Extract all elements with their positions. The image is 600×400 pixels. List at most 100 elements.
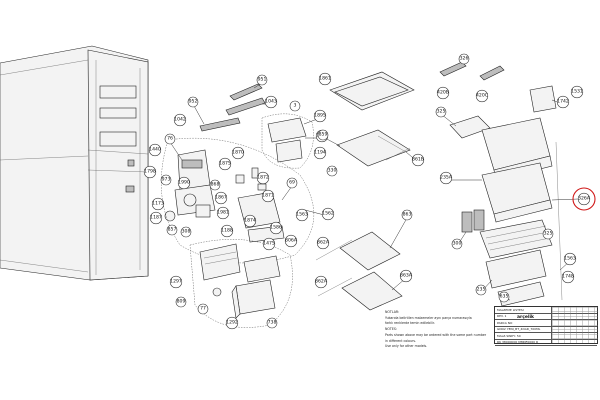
callout-label: 1440 — [149, 147, 161, 153]
part-callout-862a: 862A — [314, 275, 328, 289]
callout-bubble — [313, 146, 327, 160]
bracket-parts — [199, 83, 307, 163]
callout-label: 1875 — [219, 161, 231, 167]
callout-label: 738 — [268, 320, 277, 326]
callout-label: 857 — [168, 227, 177, 233]
callout-bubble — [317, 129, 329, 141]
callout-bubble — [243, 214, 257, 228]
callout-bubble — [556, 95, 570, 109]
callout-label: 1194 — [314, 150, 326, 156]
callout-bubble — [269, 221, 283, 235]
callout-bubble — [439, 171, 453, 185]
callout-label: 325 — [437, 109, 446, 115]
part-callout-1043: 1043 — [264, 95, 278, 109]
title-block-row: MALZEME LISTESI — [495, 307, 597, 314]
callout-bubble — [314, 275, 328, 289]
callout-bubble — [542, 228, 554, 240]
callout-label: 809 — [177, 299, 186, 305]
glass-shelves — [315, 71, 415, 311]
callout-bubble — [180, 226, 192, 238]
part-callout-1798: 1798 — [143, 165, 157, 179]
title-block-row: GNO2 YENI_BT_4DAR_700ML — [495, 327, 597, 333]
callout-label: 77 — [200, 306, 206, 312]
callout-bubble — [451, 238, 463, 250]
callout-bubble — [318, 72, 332, 86]
part-callout-330: 330 — [326, 165, 338, 177]
callout-bubble — [148, 143, 162, 157]
callout-label: 308 — [182, 229, 191, 235]
callout-bubble — [266, 317, 278, 329]
callout-label: 420C — [476, 93, 488, 99]
callout-bubble — [262, 237, 276, 251]
callout-bubble — [256, 171, 270, 185]
callout-label: 1187 — [150, 215, 162, 221]
part-callout-1194: 1194 — [313, 146, 327, 160]
part-callout-1867: 1867 — [214, 191, 228, 205]
part-callout-863: 863 — [401, 209, 413, 221]
part-callout-420b: 420B — [436, 86, 450, 100]
callout-bubble — [401, 209, 413, 221]
callout-bubble — [570, 85, 584, 99]
part-callout-1562: 1562 — [321, 207, 335, 221]
callout-label: 1867 — [215, 195, 227, 201]
part-callout-1861: 1861 — [318, 72, 332, 86]
part-callout-868: 868 — [209, 179, 221, 191]
callout-label: 76 — [167, 136, 173, 142]
callout-label: 862A — [315, 279, 328, 285]
callout-bubble — [475, 89, 489, 103]
callout-label: 235A — [440, 175, 453, 181]
callout-label: 300 — [453, 241, 462, 247]
part-callout-1531: 1531 — [570, 85, 584, 99]
part-callout-1742: 1742 — [556, 95, 570, 109]
part-callout-326: 326 — [458, 53, 470, 65]
part-callout-69: 69 — [286, 177, 298, 189]
callout-bubble — [151, 197, 165, 211]
callout-bubble — [326, 165, 338, 177]
callout-label: 1562 — [322, 211, 334, 217]
callout-label: 859 — [319, 132, 328, 138]
callout-label: 1531 — [571, 89, 583, 95]
callout-bubble — [435, 106, 447, 118]
part-callout-1173: 1173 — [151, 197, 165, 211]
callout-label: 1895 — [314, 113, 326, 119]
part-callout-861b: 861B — [411, 153, 425, 167]
part-callout-952: 952 — [187, 96, 199, 108]
callout-bubble — [411, 153, 425, 167]
callout-label: 1042 — [174, 117, 186, 123]
callout-bubble — [177, 176, 191, 190]
callout-label: 326A — [578, 196, 591, 202]
callout-label: 326 — [460, 56, 469, 62]
callout-bubble — [399, 269, 413, 283]
callout-bubble — [284, 234, 298, 248]
callout-label: 1563 — [564, 256, 576, 262]
callout-bubble — [264, 95, 278, 109]
notes-line: Yukarıda belirtilen malzemeler aynı parç… — [385, 315, 472, 320]
notes-line: in different colours. — [385, 338, 417, 343]
part-callout-1895: 1895 — [313, 109, 327, 123]
callout-label: 635 — [500, 294, 509, 300]
callout-bubble — [173, 113, 187, 127]
callout-label: 1188 — [221, 228, 233, 234]
callout-label: 863A — [400, 273, 413, 279]
title-block-row: PARCA NO — [495, 320, 597, 327]
callout-bubble — [231, 146, 245, 160]
callout-bubble — [175, 296, 187, 308]
part-callout-1990: 1990 — [177, 176, 191, 190]
callout-bubble — [187, 96, 199, 108]
part-callout-235: 235 — [475, 284, 487, 296]
part-callout-1870: 1870 — [231, 146, 245, 160]
callout-label: 1043 — [265, 99, 277, 105]
callout-label: 69 — [289, 180, 295, 186]
callout-label: 1990 — [178, 180, 190, 186]
callout-bubble — [321, 207, 335, 221]
notes-line: NOTES: — [385, 327, 397, 332]
part-callout-859: 859 — [317, 129, 329, 141]
callout-label: 1981 — [217, 210, 229, 216]
callout-label: 868 — [211, 182, 220, 188]
revision-grid — [551, 307, 598, 343]
callout-label: 862A — [317, 240, 330, 246]
notes-line: farklı renklerde temin edilebilir. — [385, 321, 435, 326]
title-block-row: REV. 1 — [495, 314, 597, 320]
part-callout-420c: 420C — [475, 89, 489, 103]
part-callout-1042: 1042 — [173, 113, 187, 127]
